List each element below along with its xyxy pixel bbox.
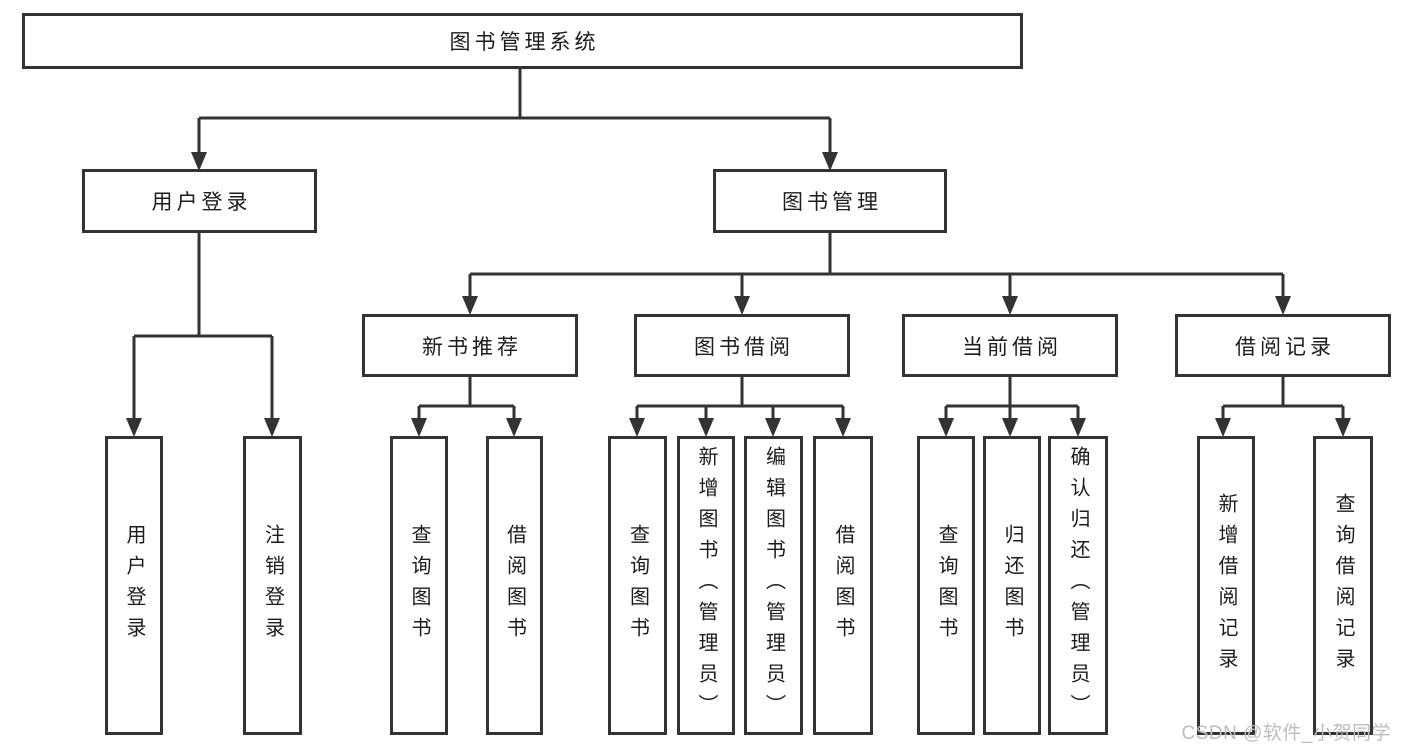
- arrowheads: [126, 152, 1351, 437]
- node-leaf-return-books: 归还图书: [983, 436, 1041, 735]
- node-leaf-add-borrow-record-label: 新增借阅记录: [1215, 492, 1237, 679]
- node-leaf-query-borrow-record: 查询借阅记录: [1313, 436, 1373, 735]
- node-book-borrow-label: 图书借阅: [694, 335, 794, 359]
- node-root-label: 图书管理系统: [449, 31, 600, 54]
- node-leaf-borrow-books-2: 借阅图书: [813, 436, 873, 735]
- node-leaf-edit-books-admin: 编辑图书（管理员）: [744, 436, 803, 735]
- node-leaf-query-books-3-label: 查询图书: [935, 523, 957, 648]
- node-user-login: 用户登录: [82, 169, 317, 233]
- node-leaf-add-books-admin-label: 新增图书（管理员）: [695, 446, 717, 725]
- node-leaf-query-books-2: 查询图书: [608, 436, 667, 735]
- node-new-book-recommend-label: 新书推荐: [422, 335, 522, 359]
- node-leaf-add-books-admin: 新增图书（管理员）: [677, 436, 735, 735]
- node-leaf-borrow-books-2-label: 借阅图书: [832, 523, 854, 648]
- node-leaf-borrow-books-1-label: 借阅图书: [503, 523, 526, 648]
- node-leaf-query-books-2-label: 查询图书: [626, 523, 649, 648]
- node-leaf-query-books-1-label: 查询图书: [408, 523, 430, 648]
- node-new-book-recommend: 新书推荐: [362, 314, 578, 377]
- node-leaf-query-books-3: 查询图书: [917, 436, 975, 735]
- node-user-login-label: 用户登录: [151, 191, 252, 214]
- node-root: 图书管理系统: [22, 13, 1023, 69]
- node-book-borrow: 图书借阅: [634, 314, 850, 377]
- node-borrow-records: 借阅记录: [1175, 314, 1391, 377]
- node-leaf-user-login: 用户登录: [105, 436, 163, 735]
- node-leaf-return-books-label: 归还图书: [1001, 523, 1023, 648]
- node-leaf-query-books-1: 查询图书: [390, 436, 448, 735]
- node-borrow-records-label: 借阅记录: [1235, 335, 1335, 359]
- node-leaf-logout-login-label: 注销登录: [261, 523, 284, 648]
- node-leaf-edit-books-admin-label: 编辑图书（管理员）: [762, 446, 785, 725]
- node-current-borrow-label: 当前借阅: [962, 335, 1062, 359]
- node-leaf-borrow-books-1: 借阅图书: [486, 436, 543, 735]
- node-leaf-user-login-label: 用户登录: [123, 523, 145, 648]
- node-book-management-label: 图书管理: [782, 191, 882, 214]
- node-leaf-add-borrow-record: 新增借阅记录: [1197, 436, 1255, 735]
- csdn-watermark: CSDN @软件_小贺同学: [1181, 723, 1391, 744]
- node-book-management: 图书管理: [713, 169, 947, 233]
- node-leaf-confirm-return-admin-label: 确认归还（管理员）: [1067, 446, 1089, 725]
- node-current-borrow: 当前借阅: [902, 314, 1118, 377]
- node-leaf-query-borrow-record-label: 查询借阅记录: [1332, 492, 1354, 679]
- node-leaf-confirm-return-admin: 确认归还（管理员）: [1048, 436, 1108, 735]
- node-leaf-logout-login: 注销登录: [243, 436, 302, 735]
